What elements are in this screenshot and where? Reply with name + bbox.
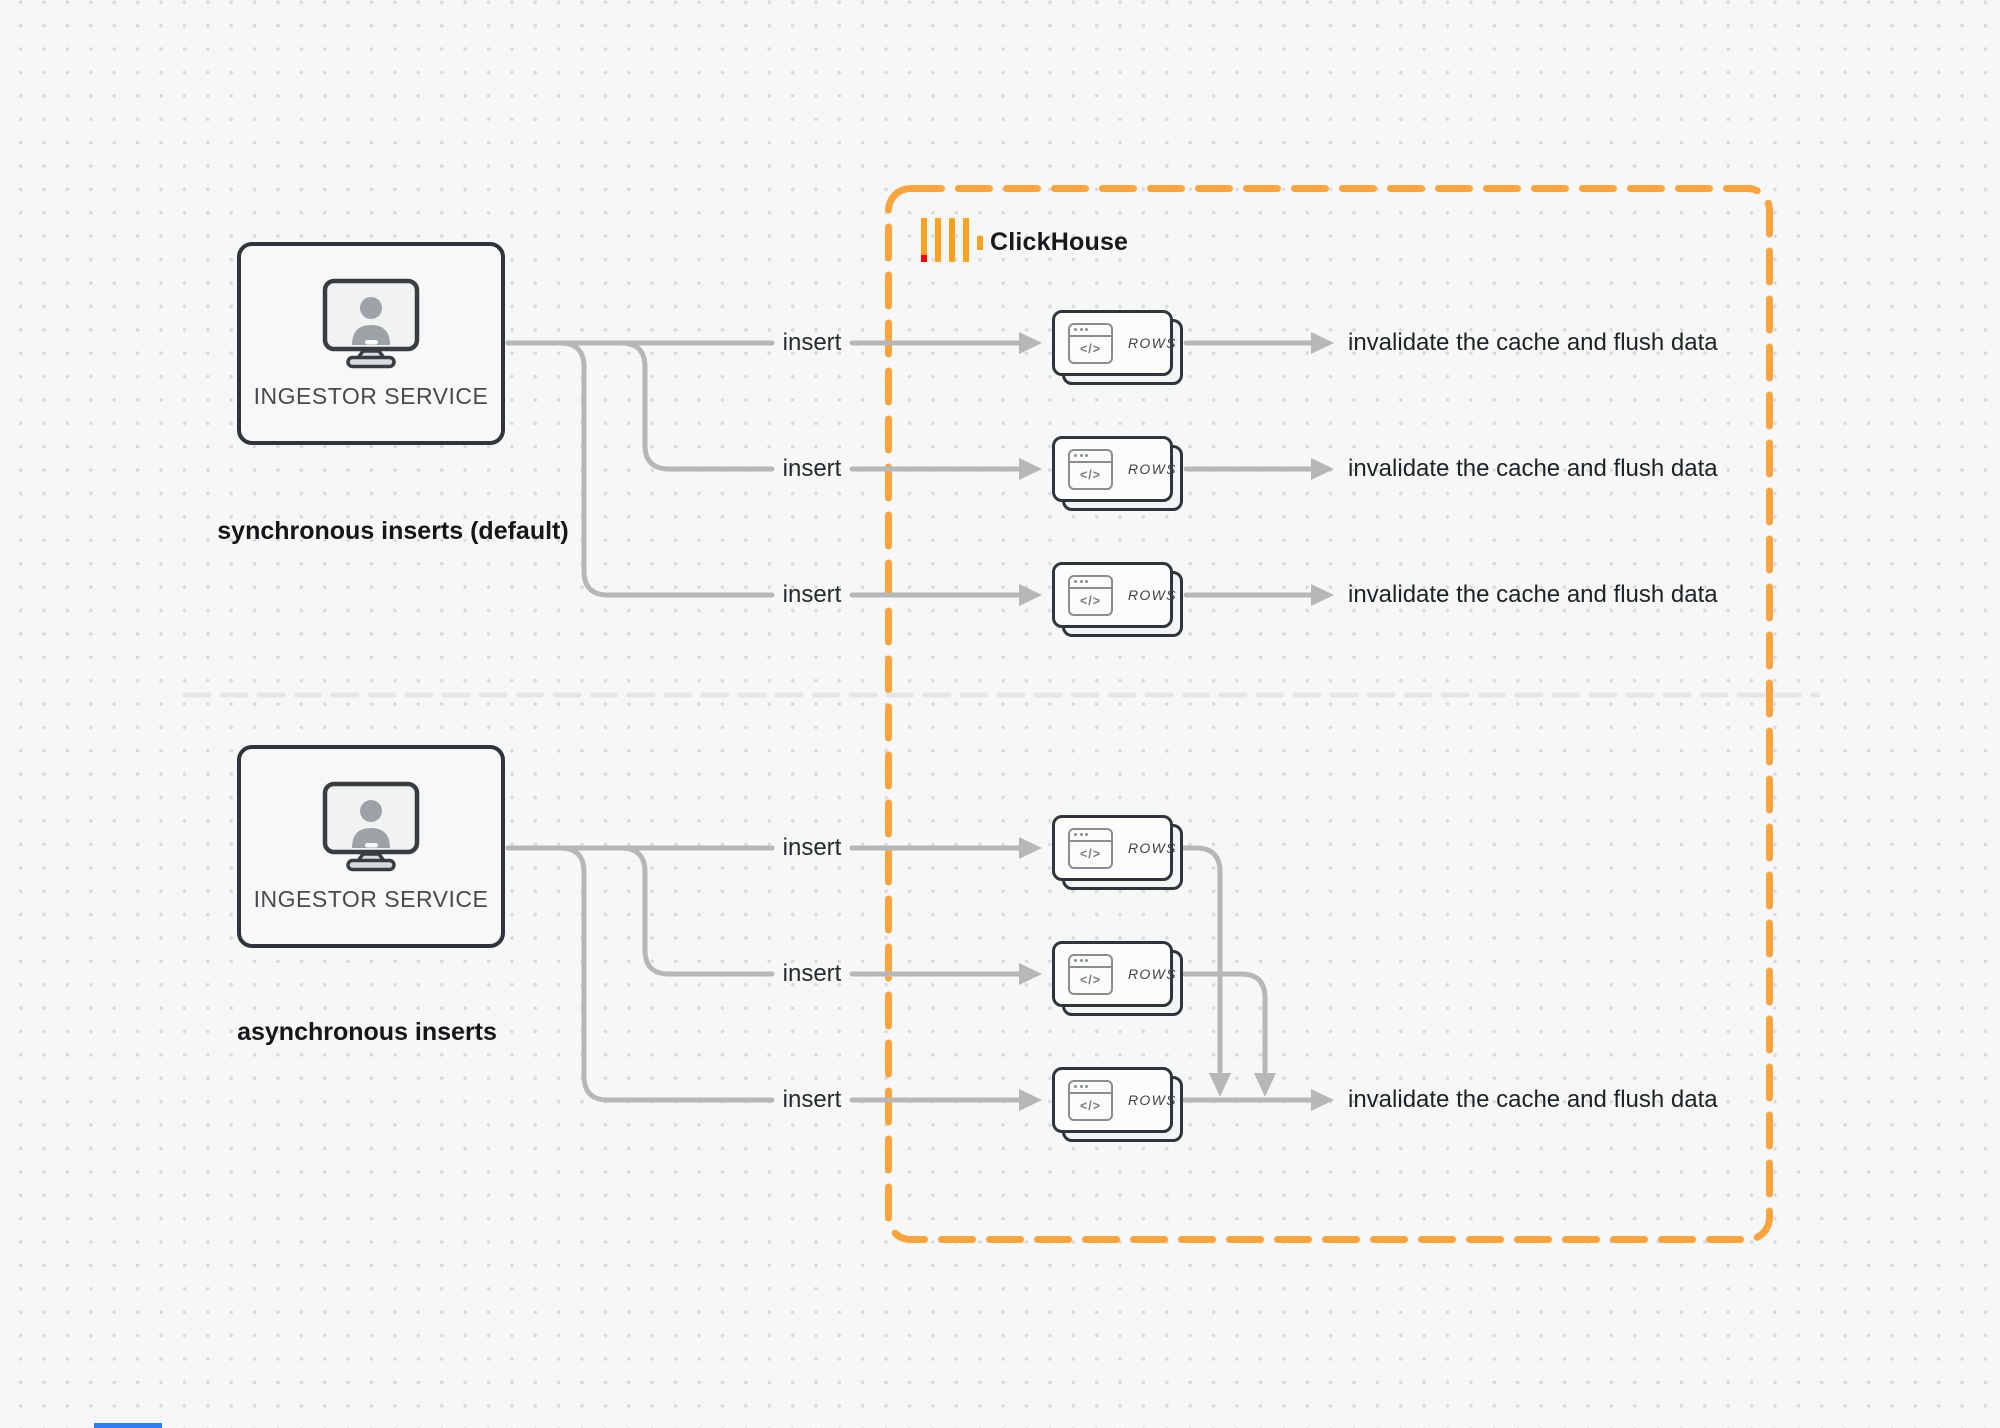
browser-dots	[1070, 325, 1111, 337]
code-glyph: </>	[1079, 847, 1102, 861]
ingestor-service-box-async: INGESTOR SERVICE	[237, 745, 505, 948]
browser-dots	[1070, 830, 1111, 842]
sync-branch-row3	[505, 340, 775, 598]
browser-dots	[1070, 451, 1111, 463]
rows-card-label: ROWS	[1128, 587, 1177, 603]
rows-card-sync-2: </> ROWS	[1052, 436, 1175, 502]
cropped-edge-element	[94, 1423, 162, 1428]
rows-card-label: ROWS	[1128, 1092, 1177, 1108]
sync-insert-label-3: insert	[782, 581, 842, 608]
sync-insert-arrowhead-row1	[1019, 332, 1042, 354]
sync-result-label-1: invalidate the cache and flush data	[1348, 329, 1718, 356]
async-branch-row2	[505, 845, 775, 977]
rows-card-async-1: </> ROWS	[1052, 815, 1175, 881]
async-result-label: invalidate the cache and flush data	[1348, 1086, 1718, 1113]
sync-result-arrowhead-row1	[1311, 332, 1334, 354]
async-section-caption: asynchronous inserts	[237, 1018, 497, 1046]
sync-section-caption: synchronous inserts (default)	[217, 517, 569, 545]
clickhouse-title: ClickHouse	[990, 228, 1129, 256]
async-insert-arrowhead-row3	[1019, 1089, 1042, 1111]
async-insert-arrowhead-row2	[1019, 963, 1042, 985]
async-flush-drop-row1	[1181, 845, 1223, 1075]
sync-insert-arrowhead-row2	[1019, 458, 1042, 480]
code-window-icon: </>	[1068, 953, 1113, 995]
rows-card-label: ROWS	[1128, 461, 1177, 477]
clickhouse-logo-icon	[921, 218, 983, 262]
sync-insert-arrowhead-row3	[1019, 584, 1042, 606]
async-flush-drop-arrowhead-row2	[1254, 1073, 1276, 1097]
rows-card-label: ROWS	[1128, 335, 1177, 351]
code-window-icon: </>	[1068, 448, 1113, 490]
async-insert-arrowhead-row1	[1019, 837, 1042, 859]
code-glyph: </>	[1079, 594, 1102, 608]
sync-insert-label-2: insert	[782, 455, 842, 482]
code-glyph: </>	[1079, 468, 1102, 482]
sync-result-arrowhead-row2	[1311, 458, 1334, 480]
sync-branch-row2	[505, 340, 775, 472]
browser-dots	[1070, 1082, 1111, 1094]
async-insert-label-2: insert	[782, 960, 842, 987]
code-window-icon: </>	[1068, 827, 1113, 869]
rows-card-label: ROWS	[1128, 966, 1177, 982]
sync-result-label-3: invalidate the cache and flush data	[1348, 581, 1718, 608]
sync-result-label-2: invalidate the cache and flush data	[1348, 455, 1718, 482]
code-window-icon: </>	[1068, 1079, 1113, 1121]
rows-card-async-2: </> ROWS	[1052, 941, 1175, 1007]
ingestor-service-label: INGESTOR SERVICE	[253, 382, 489, 409]
rows-card-async-3: </> ROWS	[1052, 1067, 1175, 1133]
async-insert-label-1: insert	[782, 834, 842, 861]
clickhouse-boundary-frame	[885, 185, 1773, 1243]
code-window-icon: </>	[1068, 322, 1113, 364]
browser-dots	[1070, 956, 1111, 968]
monitor-user-icon	[322, 278, 420, 368]
code-glyph: </>	[1079, 342, 1102, 356]
async-branch-row3	[505, 845, 775, 1103]
sync-result-arrowhead-row3	[1311, 584, 1334, 606]
rows-card-label: ROWS	[1128, 840, 1177, 856]
rows-card-sync-3: </> ROWS	[1052, 562, 1175, 628]
code-glyph: </>	[1079, 973, 1102, 987]
async-flush-drop-arrowhead-row1	[1209, 1073, 1231, 1097]
monitor-user-icon	[322, 781, 420, 871]
code-window-icon: </>	[1068, 574, 1113, 616]
ingestor-service-label: INGESTOR SERVICE	[253, 885, 489, 912]
browser-dots	[1070, 577, 1111, 589]
code-glyph: </>	[1079, 1099, 1102, 1113]
async-insert-label-3: insert	[782, 1086, 842, 1113]
rows-card-sync-1: </> ROWS	[1052, 310, 1175, 376]
sync-insert-label-1: insert	[782, 329, 842, 356]
async-flush-drop-row2	[1181, 971, 1268, 1075]
async-result-arrowhead	[1311, 1089, 1334, 1111]
ingestor-service-box-sync: INGESTOR SERVICE	[237, 242, 505, 445]
